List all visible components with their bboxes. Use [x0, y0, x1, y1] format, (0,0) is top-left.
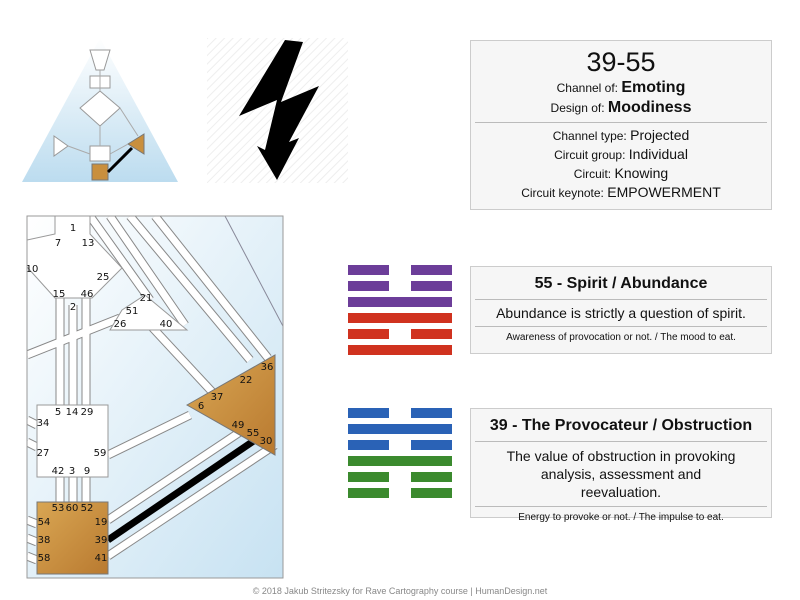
gate-55-panel: 55 - Spirit / Abundance Abundance is str…	[470, 266, 772, 354]
gate-39-text: The value of obstruction in provoking an…	[506, 448, 736, 500]
gate-label-40: 40	[160, 319, 173, 330]
row-value: Projected	[630, 127, 690, 143]
channel-info-panel: 39-55 Channel of: Emoting Design of: Moo…	[470, 40, 772, 210]
gate-label-59: 59	[94, 448, 107, 459]
hexagram-line-broken	[411, 472, 452, 482]
gate-label-29: 29	[81, 407, 94, 418]
gate-label-36: 36	[261, 362, 274, 373]
gate-label-60: 60	[66, 503, 79, 514]
gate-55-sub: Awareness of provocation or not. / The m…	[506, 332, 736, 343]
gate-label-19: 19	[95, 517, 108, 528]
gate-39-sub: Energy to provoke or not. / The impulse …	[518, 512, 724, 523]
hexagram-line-solid	[348, 456, 452, 466]
bodygraph-thumbnail	[22, 38, 178, 182]
footer-credit: © 2018 Jakub Stritezsky for Rave Cartogr…	[252, 586, 548, 596]
gate-label-58: 58	[38, 553, 51, 564]
gate-label-27: 27	[37, 448, 50, 459]
gate-label-26: 26	[114, 319, 127, 330]
gate-label-34: 34	[37, 418, 50, 429]
gate-label-22: 22	[240, 375, 253, 386]
gate-label-30: 30	[260, 436, 273, 447]
hexagram-line-solid	[348, 345, 452, 355]
gate-label-49: 49	[232, 420, 245, 431]
gate-label-54: 54	[38, 517, 51, 528]
divider	[475, 122, 767, 123]
gate-label-3: 3	[69, 466, 75, 477]
gate-label-2: 2	[70, 302, 76, 313]
channel-row: Circuit keynote: EMPOWERMENT	[471, 183, 771, 202]
hexagram-line-broken	[348, 408, 389, 418]
row-value: Knowing	[614, 165, 669, 181]
hexagram-line-broken	[348, 488, 389, 498]
gate-label-14: 14	[66, 407, 79, 418]
gate-label-6: 6	[198, 401, 204, 412]
gate-label-51: 51	[126, 306, 139, 317]
hexagram-line-broken	[411, 408, 452, 418]
channel-title: 39-55	[586, 47, 656, 77]
channel-of-label: Channel of:	[556, 81, 619, 95]
gate-39-panel: 39 - The Provocateur / Obstruction The v…	[470, 408, 772, 523]
channel-row: Circuit group: Individual	[471, 145, 771, 164]
gate-label-9: 9	[84, 466, 90, 477]
channel-row: Channel type: Projected	[471, 126, 771, 145]
channel-name: Emoting	[621, 79, 686, 96]
row-value: Individual	[628, 146, 688, 162]
row-value: EMPOWERMENT	[607, 184, 721, 200]
active-channel-39-55	[106, 437, 257, 543]
hexagram-line-broken	[348, 281, 389, 291]
hexagram-line-broken	[411, 281, 452, 291]
row-key: Circuit keynote:	[521, 186, 604, 200]
gate-label-46: 46	[81, 289, 94, 300]
lightning-bolt-icon	[207, 38, 348, 183]
root-center	[36, 501, 109, 575]
gate-55-title: 55 - Spirit / Abundance	[534, 275, 708, 292]
solar-plexus-center	[185, 354, 276, 456]
gate-label-42: 42	[52, 466, 65, 477]
gate-55-text: Abundance is strictly a question of spir…	[496, 305, 746, 321]
hexagram-line-broken	[348, 472, 389, 482]
design-name: Moodiness	[607, 99, 692, 116]
gate-label-15: 15	[53, 289, 66, 300]
hexagram-line-broken	[411, 488, 452, 498]
gate-label-10: 10	[26, 264, 39, 275]
sacral-center	[36, 404, 109, 478]
hexagram-line-broken	[348, 440, 389, 450]
hexagram-line-solid	[348, 313, 452, 323]
hexagram-line-broken	[348, 265, 389, 275]
gate-label-21: 21	[140, 293, 153, 304]
hexagram-line-broken	[348, 329, 389, 339]
gate-label-13: 13	[82, 238, 95, 249]
gate-label-39: 39	[95, 535, 108, 546]
gate-label-55: 55	[247, 428, 260, 439]
hexagram-line-broken	[411, 440, 452, 450]
gate-label-5: 5	[55, 407, 61, 418]
gate-label-38: 38	[38, 535, 51, 546]
gate-label-52: 52	[81, 503, 94, 514]
hexagram-line-solid	[348, 297, 452, 307]
design-of-label: Design of:	[550, 101, 605, 115]
ego-center	[109, 294, 189, 331]
gate-label-1: 1	[70, 223, 76, 234]
hexagram-line-solid	[348, 424, 452, 434]
gate-label-25: 25	[97, 272, 110, 283]
gate-label-41: 41	[95, 553, 108, 564]
g-center	[27, 216, 123, 299]
channel-row: Circuit: Knowing	[471, 164, 771, 183]
gate-label-53: 53	[52, 503, 65, 514]
gate-label-37: 37	[211, 392, 224, 403]
row-key: Circuit group:	[554, 148, 626, 162]
gate-label-7: 7	[55, 238, 61, 249]
gate-39-title: 39 - The Provocateur / Obstruction	[489, 417, 753, 434]
row-key: Channel type:	[552, 129, 627, 143]
row-key: Circuit:	[573, 167, 612, 181]
hexagram-line-broken	[411, 329, 452, 339]
hexagram-line-broken	[411, 265, 452, 275]
